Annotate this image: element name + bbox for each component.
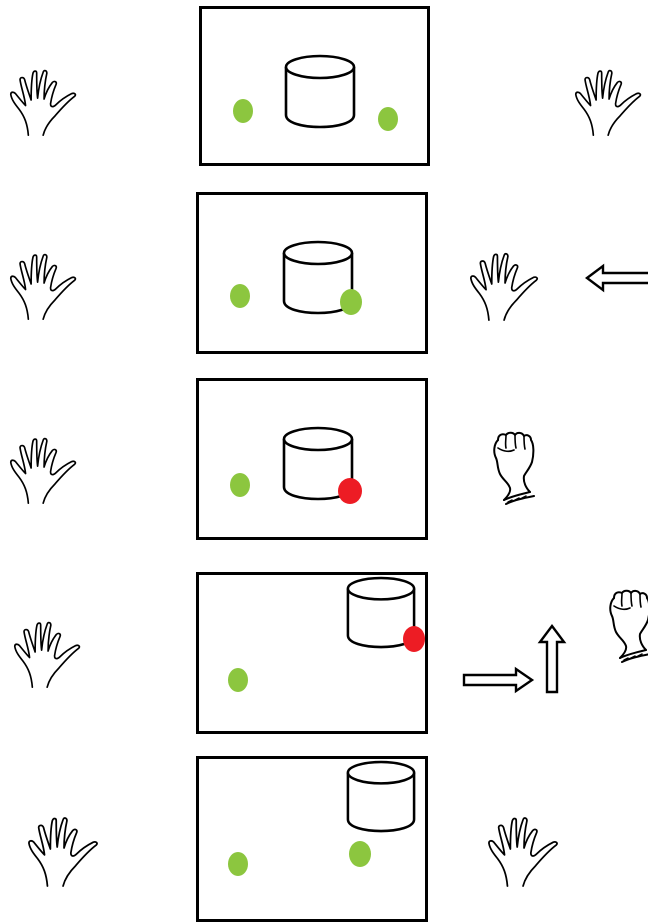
green-marker-left xyxy=(228,852,248,876)
right-hand-step-5 xyxy=(486,810,564,888)
right-hand-step-1 xyxy=(573,62,647,138)
left-hand-step-4 xyxy=(12,614,86,690)
open-hand-icon xyxy=(469,252,539,321)
scene-panel-step-5 xyxy=(196,756,428,922)
open-hand-icon xyxy=(9,253,77,321)
arrow-right-icon xyxy=(462,666,535,694)
closed-fist-icon xyxy=(609,589,648,663)
open-hand-icon xyxy=(13,621,81,689)
green-marker-left xyxy=(228,668,248,692)
cylinder-object xyxy=(346,760,416,833)
scene-panel-step-2 xyxy=(196,192,428,354)
green-marker-left xyxy=(233,99,253,123)
open-hand-icon xyxy=(28,817,98,887)
red-marker-grasped xyxy=(403,626,425,652)
left-hand-step-5 xyxy=(26,810,104,888)
green-marker-left xyxy=(230,284,250,308)
arrow-left-icon xyxy=(585,263,648,293)
right-hand-step-2 xyxy=(468,246,544,322)
scene-panel-step-1 xyxy=(199,6,430,166)
scene-panel-step-3 xyxy=(196,378,428,540)
cylinder-object xyxy=(284,54,356,129)
open-hand-icon xyxy=(9,69,77,137)
open-hand-icon xyxy=(574,69,642,137)
red-marker-grasped xyxy=(338,478,362,504)
left-hand-step-2 xyxy=(8,246,82,322)
right-hand-step-3 xyxy=(484,428,544,508)
right-hand-step-4 xyxy=(600,586,648,666)
green-marker-left xyxy=(230,473,250,497)
left-hand-step-1 xyxy=(8,62,82,138)
green-marker-right xyxy=(349,841,371,867)
left-hand-step-3 xyxy=(8,430,82,506)
green-marker-right xyxy=(340,289,362,315)
closed-fist-icon xyxy=(493,431,535,505)
scene-panel-step-4 xyxy=(196,572,428,734)
open-hand-icon xyxy=(9,437,77,505)
arrow-up-icon xyxy=(537,624,567,694)
open-hand-icon xyxy=(488,817,558,887)
green-marker-right xyxy=(378,107,398,131)
